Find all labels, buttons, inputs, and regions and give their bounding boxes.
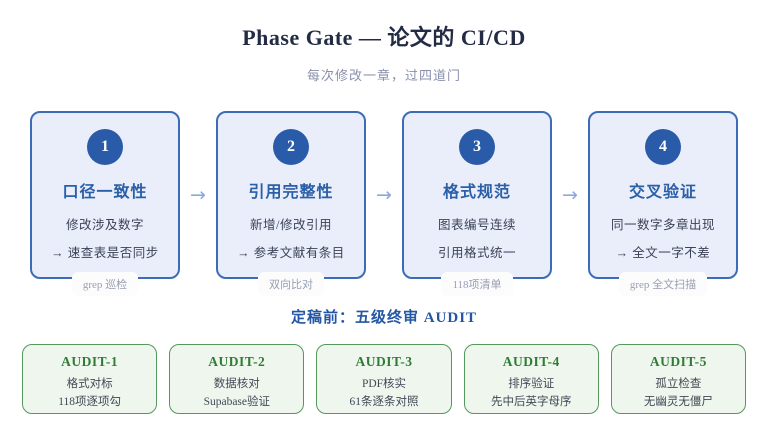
audit-description-line: 数据核对 bbox=[213, 378, 260, 390]
gate-card-3: 3 格式规范 图表编号连续 引用格式统一 118项清单 bbox=[402, 111, 552, 296]
audit-description-line: 118项逐项勾 bbox=[58, 396, 122, 408]
gates-row: 1 口径一致性 修改涉及数字 → 速查表是否同步 grep 巡检 → 2 引用完… bbox=[30, 111, 738, 296]
audit-title: AUDIT-5 bbox=[649, 354, 707, 369]
gate-title: 格式规范 bbox=[442, 184, 511, 201]
gate-title: 交叉验证 bbox=[628, 184, 697, 201]
audit-title: AUDIT-4 bbox=[502, 354, 560, 369]
audit-description-line: 排序验证 bbox=[508, 378, 555, 390]
audit-card-4: AUDIT-4 排序验证 先中后英字母序 bbox=[463, 344, 599, 414]
arrow-right-icon: → bbox=[562, 184, 578, 206]
arrow-right-icon: → bbox=[376, 184, 392, 206]
gate-method-badge: grep 巡检 bbox=[71, 272, 139, 296]
audit-description-line: 格式对标 bbox=[66, 378, 113, 390]
audit-description-line: Supabase验证 bbox=[203, 396, 271, 408]
audit-description-line: 无幽灵无僵尸 bbox=[643, 396, 713, 408]
gate-method-badge: 双向比对 bbox=[258, 272, 324, 296]
gate-title: 口径一致性 bbox=[62, 184, 148, 201]
arrow-right-icon: → bbox=[190, 184, 206, 206]
audit-title: AUDIT-1 bbox=[61, 354, 119, 369]
audit-description-line: 先中后英字母序 bbox=[490, 396, 572, 408]
audit-title: AUDIT-2 bbox=[208, 354, 266, 369]
audit-title: AUDIT-3 bbox=[355, 354, 413, 369]
audit-card-5: AUDIT-5 孤立检查 无幽灵无僵尸 bbox=[610, 344, 747, 414]
audit-card-3: AUDIT-3 PDF核实 61条逐条对照 bbox=[316, 344, 452, 414]
page-title: Phase Gate — 论文的 CI/CD bbox=[242, 25, 526, 50]
gate-description-line: → 参考文献有条目 bbox=[237, 246, 345, 260]
gate-description-line: 图表编号连续 bbox=[437, 218, 516, 232]
audit-card-2: AUDIT-2 数据核对 Supabase验证 bbox=[169, 344, 305, 414]
gate-method-badge: 118项清单 bbox=[441, 272, 513, 296]
audit-description-line: 61条逐条对照 bbox=[349, 396, 419, 408]
audit-section-heading: 定稿前：五级终审 AUDIT bbox=[290, 310, 478, 326]
gate-number-badge: 4 bbox=[645, 129, 681, 165]
audit-description-line: PDF核实 bbox=[361, 378, 407, 390]
audit-description-line: 孤立检查 bbox=[655, 378, 702, 390]
gate-number-badge: 1 bbox=[87, 129, 123, 165]
gate-number-badge: 2 bbox=[273, 129, 309, 165]
gate-description-line: 修改涉及数字 bbox=[65, 218, 144, 232]
audit-card-1: AUDIT-1 格式对标 118项逐项勾 bbox=[22, 344, 158, 414]
gate-title: 引用完整性 bbox=[248, 184, 334, 201]
gate-card-1: 1 口径一致性 修改涉及数字 → 速查表是否同步 grep 巡检 bbox=[30, 111, 180, 296]
gate-method-badge: grep 全文扫描 bbox=[618, 272, 708, 296]
gate-card-4: 4 交叉验证 同一数字多章出现 → 全文一字不差 grep 全文扫描 bbox=[588, 111, 738, 296]
page-subtitle: 每次修改一章，过四道门 bbox=[306, 68, 461, 83]
gate-number-badge: 3 bbox=[459, 129, 495, 165]
gate-description-line: → 全文一字不差 bbox=[615, 246, 711, 260]
audit-row: AUDIT-1 格式对标 118项逐项勾 AUDIT-2 数据核对 Supaba… bbox=[22, 344, 747, 414]
gate-description-line: 同一数字多章出现 bbox=[610, 218, 715, 232]
gate-description-line: → 速查表是否同步 bbox=[51, 246, 159, 260]
gate-card-2: 2 引用完整性 新增/修改引用 → 参考文献有条目 双向比对 bbox=[216, 111, 366, 296]
gate-description-line: 新增/修改引用 bbox=[250, 218, 332, 232]
gate-description-line: 引用格式统一 bbox=[437, 246, 516, 260]
